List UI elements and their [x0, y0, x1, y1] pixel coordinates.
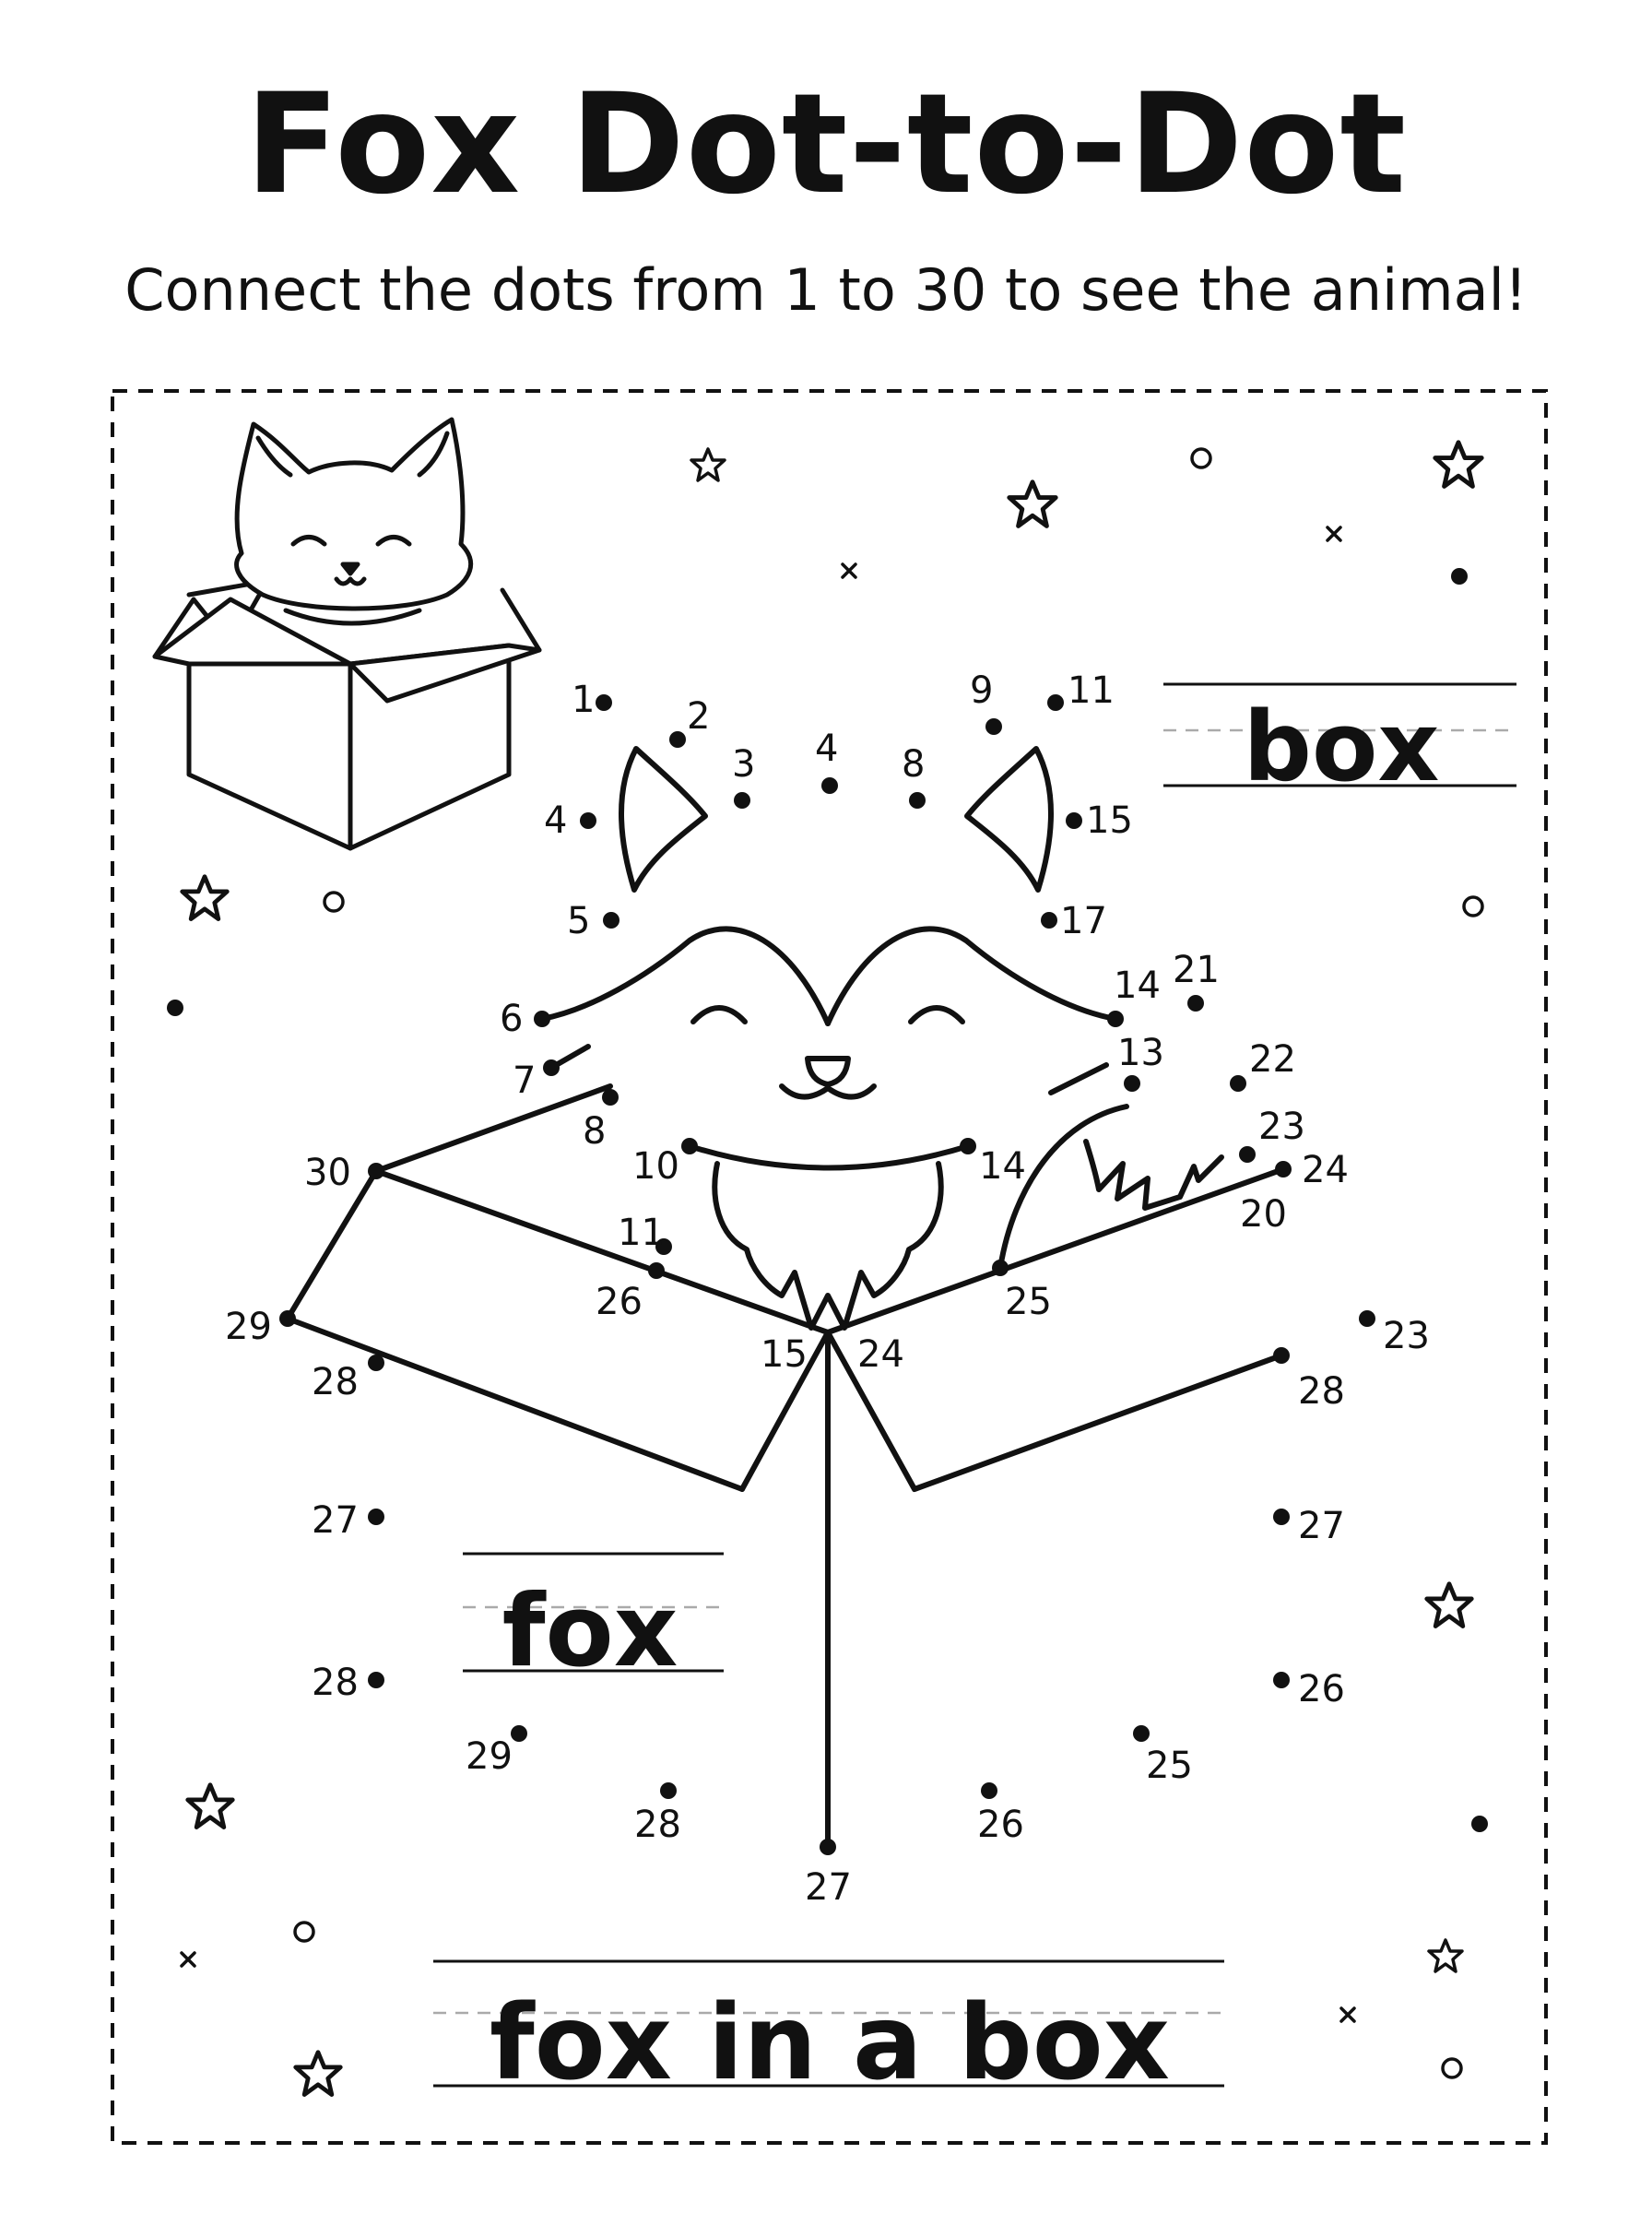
dot-label: 26 — [977, 1804, 1024, 1846]
phrase-guide: fox in a box — [433, 1959, 1224, 2103]
dot-label: 20 — [1240, 1193, 1287, 1236]
dot-label: 26 — [1298, 1668, 1345, 1710]
dot-label: 26 — [596, 1281, 643, 1323]
dot-label: 28 — [1298, 1370, 1345, 1413]
dot-label: 8 — [902, 743, 925, 786]
fox-outline — [285, 746, 1286, 1850]
dot-label: 13 — [1117, 1032, 1164, 1074]
dot-label: 23 — [1383, 1315, 1430, 1357]
dot-icon — [167, 568, 1488, 1832]
sparkle-icon — [180, 526, 1356, 2023]
dot-label: 27 — [805, 1866, 852, 1909]
dot-label: 17 — [1060, 900, 1107, 942]
dot-label: 28 — [634, 1804, 681, 1846]
dot-label: 25 — [1146, 1745, 1193, 1787]
dot-label: 29 — [225, 1306, 272, 1348]
subtitle: Connect the dots from 1 to 30 to see the… — [124, 256, 1528, 324]
dot-label: 2 — [687, 695, 710, 738]
dot-label: 9 — [970, 669, 993, 712]
fox-in-box-icon — [152, 417, 542, 851]
dot-label: 6 — [500, 998, 523, 1040]
star-icon — [180, 440, 1484, 2097]
dot-label: 3 — [732, 743, 755, 786]
dot-label: 27 — [1298, 1505, 1345, 1547]
dot-label: 27 — [312, 1499, 359, 1542]
word-box-guide: box — [1163, 682, 1516, 803]
dot-label: 11 — [1068, 669, 1115, 712]
numbered-dots: 1 2 3 4 4 5 9 11 8 15 17 6 7 8 10 11 14 … — [225, 669, 1430, 1909]
dot-label: 29 — [466, 1735, 513, 1778]
dot-label: 14 — [1114, 964, 1161, 1007]
dot-label: 24 — [1302, 1149, 1349, 1191]
dot-label: 1 — [572, 679, 595, 721]
dot-label: 14 — [979, 1145, 1026, 1188]
dot-label: 15 — [761, 1333, 808, 1376]
dot-label: 24 — [857, 1333, 904, 1376]
dot-label: 4 — [544, 799, 567, 842]
dot-label: 25 — [1005, 1281, 1052, 1323]
word-fox: fox — [502, 1574, 678, 1689]
word-fox-guide: fox — [463, 1552, 724, 1689]
dot-label: 8 — [583, 1110, 606, 1153]
dashed-border — [111, 389, 1548, 2145]
dot-label: 21 — [1173, 949, 1220, 991]
dot-label: 7 — [513, 1059, 536, 1102]
dot-label: 28 — [312, 1361, 359, 1403]
dot-label: 22 — [1249, 1038, 1296, 1081]
dot-label: 10 — [632, 1145, 679, 1188]
word-box: box — [1244, 691, 1440, 803]
dot-label: 28 — [312, 1662, 359, 1704]
page-title: Fox Dot-to-Dot — [244, 65, 1408, 225]
dot-label: 15 — [1086, 799, 1133, 842]
dot-label: 23 — [1258, 1106, 1305, 1148]
dot-label: 30 — [304, 1152, 351, 1194]
dot-label: 5 — [567, 900, 590, 942]
circle-icon — [293, 447, 1484, 2079]
dot-label: 11 — [618, 1212, 665, 1254]
dot-label: 4 — [815, 728, 838, 770]
word-phrase: fox in a box — [490, 1983, 1170, 2103]
